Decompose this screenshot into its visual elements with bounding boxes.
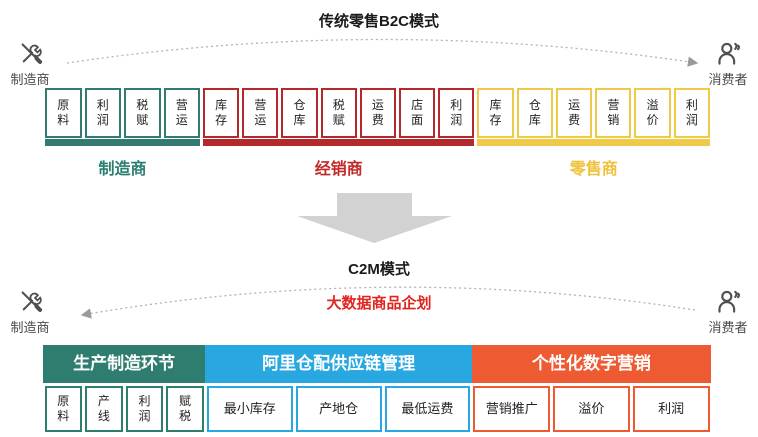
cost-box: 利 润 [438,88,475,138]
top-flow-arc [66,38,699,67]
c2m-chain-table: 生产制造环节 原 料 产 线 利 润 赋 税 阿里仓配供应链管理 最小库存 产地… [43,345,711,432]
section-header: 生产制造环节 [43,345,206,383]
cost-boxes: 库 存 营 运 仓 库 税 赋 运 费 店 面 利 润 [203,88,475,138]
cost-box: 营 运 [163,88,201,138]
ali-supply-chain-section: 阿里仓配供应链管理 最小库存 产地仓 最低运费 [205,345,472,432]
digital-marketing-section: 个性化数字营销 营销推广 溢价 利润 [471,345,711,432]
cost-cell: 赋 税 [166,386,204,432]
cost-box: 利 润 [673,88,711,138]
section-header: 阿里仓配供应链管理 [205,345,472,383]
actor-label: 消费者 [708,72,748,87]
group-color-bar [45,139,201,146]
cost-box: 税 赋 [320,88,357,138]
section-cells: 原 料 产 线 利 润 赋 税 [43,386,205,432]
cost-box: 库 存 [477,88,514,138]
section-header: 个性化数字营销 [471,345,711,383]
person-speaking-icon [715,288,742,315]
big-data-planning-label: 大数据商品企划 [326,295,432,312]
cost-cell: 产地仓 [295,386,382,432]
tools-icon [17,40,44,67]
section-cells: 最小库存 产地仓 最低运费 [205,386,472,432]
consumer-actor-bottom: 消费者 [696,288,758,336]
actor-label: 制造商 [10,72,50,87]
actor-label: 消费者 [708,320,748,335]
section-cells: 营销推广 溢价 利润 [472,386,711,432]
retailer-group: 库 存 仓 库 运 费 营 销 溢 价 利 润 零售商 [477,88,711,179]
tools-icon [17,288,44,315]
cost-box: 溢 价 [634,88,671,138]
cost-cell: 产 线 [85,386,123,432]
cost-box: 仓 库 [516,88,553,138]
group-color-bar [203,139,475,146]
cost-box: 店 面 [399,88,436,138]
production-section: 生产制造环节 原 料 产 线 利 润 赋 税 [43,345,206,432]
cost-box: 税 赋 [124,88,161,138]
cost-cell: 溢价 [553,386,630,432]
cost-boxes: 原 料 利 润 税 赋 营 运 [45,88,201,138]
top-model-title: 传统零售B2C模式 [318,13,439,30]
cost-cell: 最低运费 [384,386,471,432]
cost-box: 营 运 [242,88,279,138]
cost-box: 利 润 [84,88,122,138]
cost-cell: 最小库存 [206,386,293,432]
group-color-bar [477,139,711,146]
cost-box: 库 存 [203,88,240,138]
group-label: 经销商 [314,161,363,178]
manufacturer-actor-bottom: 制造商 [0,288,62,336]
cost-box: 运 费 [359,88,396,138]
cost-cell: 原 料 [44,386,83,432]
cost-box: 营 销 [595,88,632,138]
transform-down-arrow [297,193,452,243]
group-label: 零售商 [569,161,618,178]
cost-cell: 营销推广 [473,386,551,432]
cost-cell: 利 润 [125,386,164,432]
group-label: 制造商 [98,161,147,178]
consumer-actor-top: 消费者 [696,40,758,88]
cost-box: 运 费 [555,88,593,138]
c2m-model-title: C2M模式 [348,261,410,278]
actor-label: 制造商 [10,320,50,335]
b2c-cost-chain: 原 料 利 润 税 赋 营 运 制造商 库 存 营 运 仓 库 税 赋 运 费 … [45,88,711,179]
manufacturer-actor-top: 制造商 [0,40,62,88]
person-speaking-icon [715,40,742,67]
cost-boxes: 库 存 仓 库 运 费 营 销 溢 价 利 润 [477,88,711,138]
cost-box: 原 料 [45,88,82,138]
distributor-group: 库 存 营 运 仓 库 税 赋 运 费 店 面 利 润 经销商 [203,88,475,179]
cost-cell: 利润 [632,386,710,432]
manufacturer-group: 原 料 利 润 税 赋 营 运 制造商 [45,88,201,179]
cost-box: 仓 库 [281,88,318,138]
